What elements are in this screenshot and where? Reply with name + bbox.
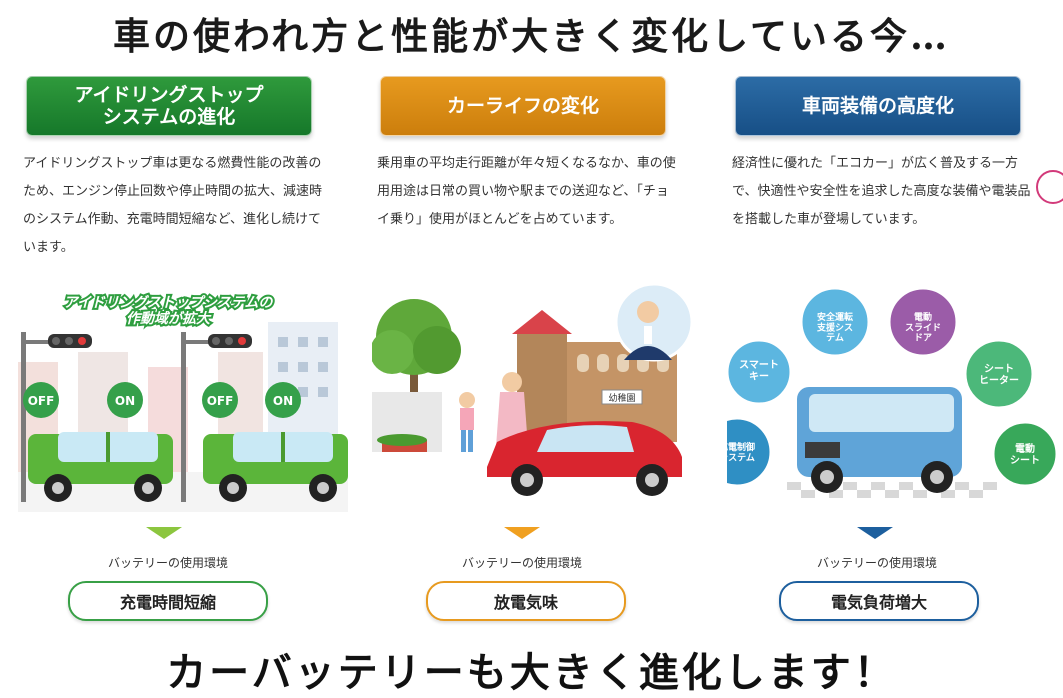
text-line: スライド xyxy=(905,322,941,333)
text-line: テム xyxy=(826,333,844,344)
blue-car-icon xyxy=(797,387,962,493)
red-car-icon xyxy=(487,421,682,496)
kindergarten-sign: 幼稚園 xyxy=(608,392,635,404)
section-description: アイドリングストップ車は更なる燃費性能の改善のため、エンジン停止回数や停止時間の… xyxy=(23,156,323,255)
text-line: シート xyxy=(1010,455,1040,467)
battery-env-label: バッテリーの使用環境 xyxy=(461,556,582,570)
idling-stop-illustration: アイドリングストップシステムの作動域が拡大 OFF ON OFF ON xyxy=(18,292,348,512)
section-badge: カーライフの変化 xyxy=(380,76,666,136)
result-pill: 電気負荷増大 xyxy=(779,581,979,621)
text-line: 作動域が拡大 xyxy=(126,310,212,326)
section-description: 経済性に優れた「エコカー」が広く普及する一方で、快適性や安全性を追求した高度な装… xyxy=(732,156,1031,227)
status-off-label: OFF xyxy=(207,394,234,408)
page-title: 車の使われ方と性能が大きく変化している今… xyxy=(112,14,951,58)
feature-bubble-charge-control: 充電制御システム xyxy=(727,441,755,463)
feature-column-equipment: 車両装備の高度化 経済性に優れた「エコカー」が広く普及する一方で、快適性や安全性… xyxy=(727,0,1057,698)
feature-bubble-seat-heater: シートヒーター xyxy=(979,363,1019,387)
feature-column-idling-stop: アイドリングストップ システムの進化 アイドリングストップ車は更なる燃費性能の改… xyxy=(18,0,348,698)
feature-bubble-safety-assist: 安全運転支援システム xyxy=(816,311,853,344)
green-car-icon xyxy=(203,432,348,502)
down-arrow-icon xyxy=(146,527,182,539)
section-description: 乗用車の平均走行距離が年々短くなるなか、車の使用用途は日常の買い物や駅までの送迎… xyxy=(377,156,676,227)
status-on-label: ON xyxy=(115,394,135,408)
green-car-icon xyxy=(28,432,173,502)
edge-circle-button[interactable] xyxy=(1036,170,1063,204)
section-badge: アイドリングストップ システムの進化 xyxy=(26,76,312,136)
feature-column-car-life: カーライフの変化 乗用車の平均走行距離が年々短くなるなか、車の使用用途は日常の買… xyxy=(372,0,702,698)
text-line: ドア xyxy=(914,333,932,344)
status-off-label: OFF xyxy=(28,394,55,408)
feature-bubble-sliding-door: 電動スライドドア xyxy=(905,311,941,344)
text-line: ヒーター xyxy=(979,375,1019,387)
vehicle-equipment-illustration: スマートキー 安全運転支援システム 電動スライドドア シートヒーター 充電制御シ… xyxy=(727,286,1057,498)
result-pill: 放電気味 xyxy=(426,581,626,621)
footer-title: カーバッテリーも大きく進化します！ xyxy=(166,649,897,696)
feature-bubble-smart-key: スマートキー xyxy=(739,359,779,383)
down-arrow-icon xyxy=(504,527,540,539)
down-arrow-icon xyxy=(857,527,893,539)
text-line: システム xyxy=(727,452,755,463)
feature-bubble-power-seat: 電動シート xyxy=(1010,442,1040,467)
battery-env-label: バッテリーの使用環境 xyxy=(107,556,228,570)
battery-env-label: バッテリーの使用環境 xyxy=(816,556,937,570)
businessman-avatar-icon xyxy=(614,282,694,362)
section-badge: 車両装備の高度化 xyxy=(735,76,1021,136)
text-line: キー xyxy=(749,371,769,383)
result-pill: 充電時間短縮 xyxy=(68,581,268,621)
car-life-illustration: 幼稚園 xyxy=(372,282,694,496)
tree-icon xyxy=(372,299,461,447)
status-on-label: ON xyxy=(273,394,293,408)
text-line: 支援シス xyxy=(816,321,853,333)
illustration-caption: アイドリングストップシステムの作動域が拡大 xyxy=(64,294,274,326)
